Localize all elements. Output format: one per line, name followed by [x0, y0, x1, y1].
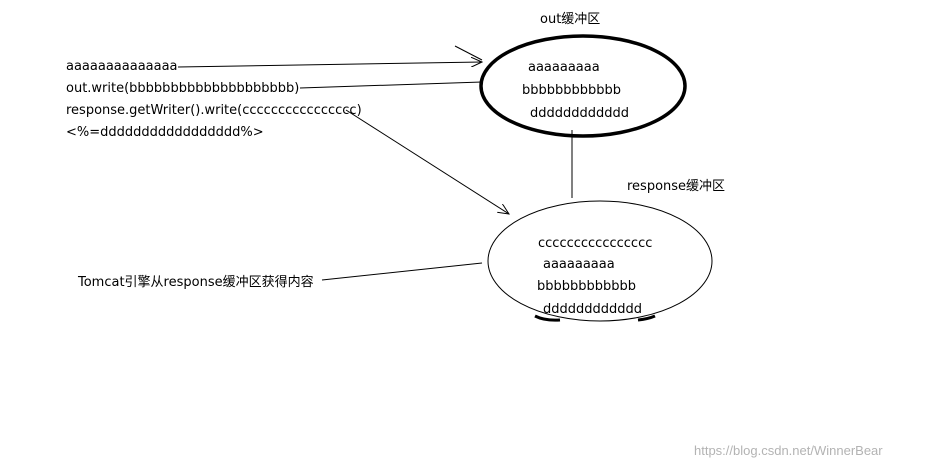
response-buffer-line-b: bbbbbbbbbbbb	[537, 279, 637, 294]
code-line-response-write: response.getWriter().write(ccccccccccccc…	[66, 103, 362, 118]
response-buffer-line-a: aaaaaaaaa	[543, 257, 615, 272]
out-buffer-line-b: bbbbbbbbbbbb	[522, 83, 622, 98]
response-buffer-title: response缓冲区	[627, 179, 726, 194]
code-line-a: aaaaaaaaaaaaaa	[66, 59, 178, 74]
response-buffer-line-d: dddddddddddd	[543, 302, 643, 317]
response-buffer-ellipse	[487, 200, 713, 322]
out-buffer-ellipse	[479, 34, 687, 138]
response-buffer-line-c: cccccccccccccccc	[538, 236, 653, 251]
line-tomcat-to-response-buffer	[321, 262, 483, 281]
response-buffer-bottom-mark-right	[637, 314, 656, 322]
out-buffer-line-d: dddddddddddd	[530, 106, 630, 121]
arrow-a-to-out-buffer	[177, 62, 482, 68]
arrowhead-extra-stroke	[454, 45, 483, 61]
watermark: https://blog.csdn.net/WinnerBear	[694, 443, 883, 458]
response-buffer-bottom-mark	[534, 314, 561, 322]
out-buffer-title: out缓冲区	[540, 12, 601, 27]
out-buffer-line-a: aaaaaaaaa	[528, 60, 600, 75]
code-line-out-write: out.write(bbbbbbbbbbbbbbbbbbbb)	[66, 81, 300, 96]
code-line-expression: <%=ddddddddddddddddd%>	[66, 125, 264, 140]
tomcat-caption: Tomcat引擎从response缓冲区获得内容	[78, 275, 314, 290]
arrow-c-to-response-buffer	[345, 109, 509, 214]
line-b-to-out-buffer	[299, 81, 483, 89]
